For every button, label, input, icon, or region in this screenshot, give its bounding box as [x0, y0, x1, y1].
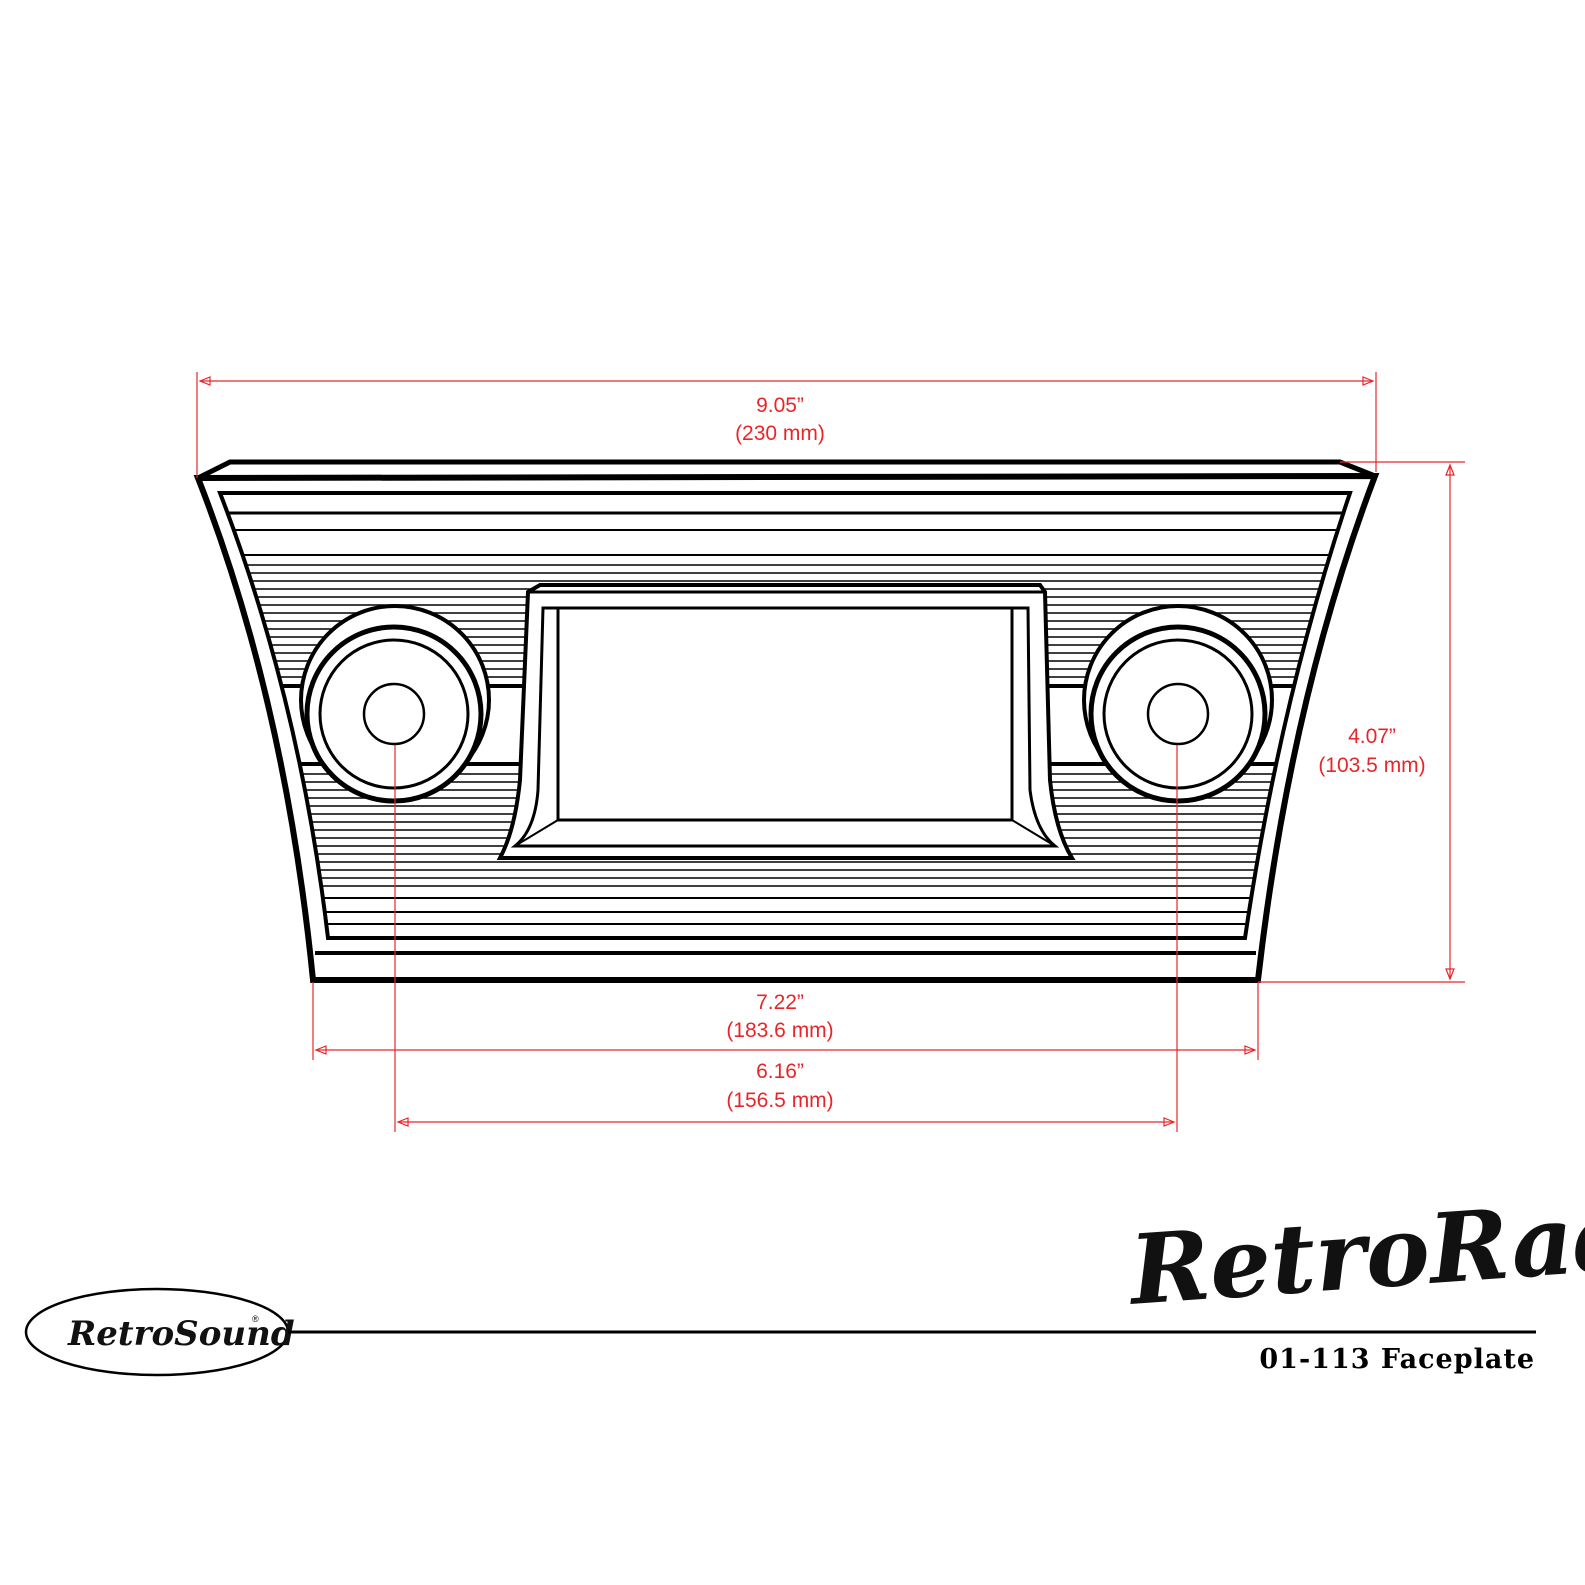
- overall-width-inches: 9.05”: [756, 394, 804, 417]
- display-bezel: [496, 583, 1076, 860]
- display-window: [556, 606, 1014, 822]
- height-mm: (103.5 mm): [1318, 754, 1425, 777]
- overall-width-mm: (230 mm): [735, 422, 825, 445]
- dimension-lines: [196, 372, 1465, 1132]
- bottom-width-mm: (183.6 mm): [726, 1019, 833, 1042]
- svg-text:RetroSound: RetroSound: [67, 1314, 295, 1354]
- right-knob[interactable]: [1082, 604, 1274, 804]
- retrosound-logo: RetroSound ®: [24, 1287, 295, 1377]
- outer-outline: [193, 472, 1380, 983]
- bottom-width-inches: 7.22”: [756, 991, 804, 1014]
- part-title: 01-113 Faceplate: [1259, 1344, 1535, 1375]
- knob-spacing-inches: 6.16”: [756, 1060, 804, 1083]
- knob-spacing-mm: (156.5 mm): [726, 1089, 833, 1112]
- top-bevel: [196, 459, 1376, 481]
- retroradio-logo: RetroRadio: [1123, 1171, 1585, 1327]
- svg-text:®: ®: [252, 1314, 259, 1324]
- height-inches: 4.07”: [1348, 725, 1396, 748]
- inner-frame: [217, 491, 1353, 940]
- left-knob[interactable]: [299, 604, 491, 804]
